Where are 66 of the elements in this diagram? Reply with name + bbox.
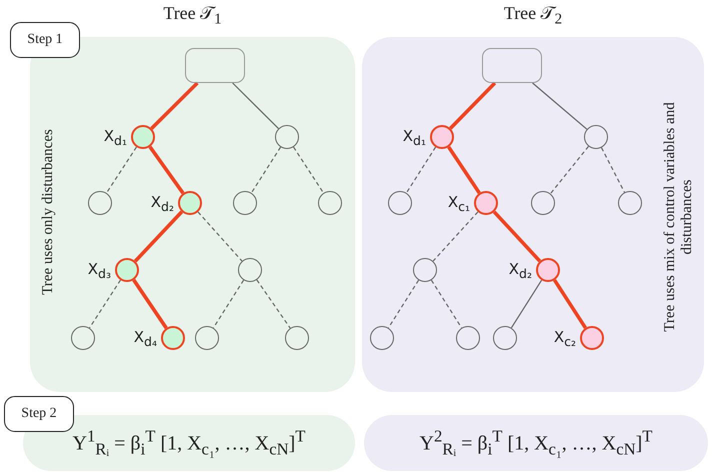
tree-node-circle bbox=[536, 258, 560, 282]
tree-node-circle bbox=[71, 326, 95, 350]
tree-node-circle bbox=[233, 191, 257, 215]
tree-branch-line bbox=[132, 278, 168, 330]
tree-node-circle bbox=[115, 258, 139, 282]
step-label: Step 1 bbox=[10, 22, 80, 58]
tree-node-circle bbox=[285, 326, 309, 350]
tree-branch-line bbox=[256, 280, 291, 328]
tree-title: Tree 𝒯$_{1}$ bbox=[163, 3, 222, 29]
tree-branch-line bbox=[212, 280, 244, 328]
regression-formula: Y$^{2}$$_{Rᵢ}$ = β$_{i}$$^{T}$ [1, X$_{c₁}$, …, X$_{cN}$]$^{T}$ bbox=[420, 426, 652, 460]
tree-node-circle bbox=[456, 326, 480, 350]
tree-node-circle bbox=[430, 125, 454, 149]
tree-node-circle bbox=[388, 191, 412, 215]
tree-branch-line bbox=[293, 146, 324, 194]
regression-formula: Y$^{1}$$_{Rᵢ}$ = β$_{i}$$^{T}$ [1, X$_{c₁}$, …, X$_{cN}$]$^{T}$ bbox=[72, 426, 306, 460]
root-node-box bbox=[185, 48, 245, 83]
tree-branch-line bbox=[232, 82, 279, 129]
tree-node-circle bbox=[275, 125, 299, 149]
node-variable-label: X$_{d₃}$ bbox=[88, 260, 111, 281]
node-variable-label: X$_{d₁}$ bbox=[402, 127, 426, 148]
tree-node-circle bbox=[584, 125, 608, 149]
tree-branch-line bbox=[510, 280, 542, 328]
node-variable-label: X$_{d₄}$ bbox=[134, 328, 157, 349]
tree-branch-line bbox=[148, 146, 184, 194]
tree-branch-line bbox=[432, 211, 478, 262]
tree-branch-line bbox=[106, 146, 137, 194]
tree-node-circle bbox=[531, 191, 555, 215]
node-variable-label: X$_{d₁}$ bbox=[104, 127, 127, 148]
tree-title: Tree 𝒯$_{2}$ bbox=[504, 3, 562, 29]
tree-node-circle bbox=[474, 191, 498, 215]
step-label: Step 2 bbox=[4, 396, 74, 432]
tree-node-circle bbox=[493, 326, 517, 350]
tree-node-circle bbox=[178, 191, 202, 215]
node-variable-label: X$_{d₂}$ bbox=[150, 193, 174, 214]
tree-node-circle bbox=[413, 258, 437, 282]
rotated-description: Tree uses only disturbances bbox=[40, 128, 57, 297]
tree-branch-line bbox=[447, 146, 481, 194]
node-variable-label: X$_{c₁}$ bbox=[448, 193, 470, 214]
tree-node-circle bbox=[370, 326, 394, 350]
tree-node-circle bbox=[318, 191, 342, 215]
tree-branch-line bbox=[406, 146, 436, 194]
tree-branch-line bbox=[550, 146, 589, 194]
tree-branch-line bbox=[150, 82, 199, 130]
tree-node-circle bbox=[238, 258, 262, 282]
tree-node-circle bbox=[580, 326, 604, 350]
tree-branch-line bbox=[89, 280, 121, 328]
tree-node-circle bbox=[195, 326, 219, 350]
tree-branch-line bbox=[600, 147, 626, 193]
tree-branch-line bbox=[388, 280, 420, 328]
tree-branch-line bbox=[449, 82, 496, 130]
tree-branch-line bbox=[532, 82, 588, 130]
tree-branch-line bbox=[134, 210, 184, 262]
tree-branch-line bbox=[553, 279, 587, 329]
node-variable-label: X$_{c₂}$ bbox=[554, 328, 576, 349]
rotated-description: Tree uses mix of control variables and disturbances bbox=[662, 101, 696, 334]
tree-branch-line bbox=[492, 210, 542, 262]
tree-node-circle bbox=[618, 191, 642, 215]
tree-branch-line bbox=[198, 212, 242, 262]
node-variable-label: X$_{d₂}$ bbox=[508, 260, 532, 281]
tree-branch-line bbox=[250, 146, 282, 194]
tree-node-circle bbox=[88, 191, 112, 215]
tree-node-circle bbox=[161, 326, 185, 350]
tree-node-circle bbox=[131, 125, 155, 149]
root-node-box bbox=[482, 48, 542, 83]
tree-branch-line bbox=[430, 280, 462, 328]
